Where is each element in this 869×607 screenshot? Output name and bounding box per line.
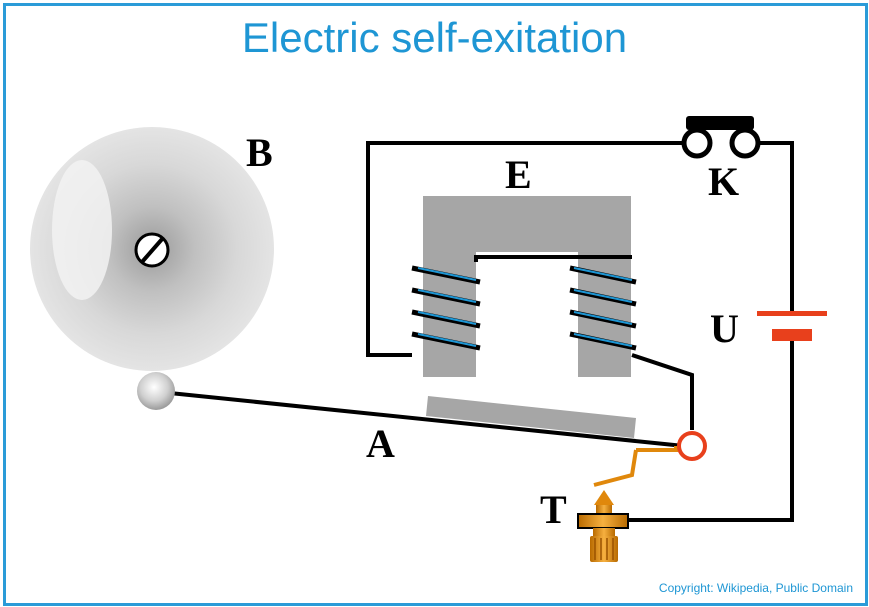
left-coil bbox=[411, 265, 481, 351]
label-battery: U bbox=[710, 306, 739, 351]
pivot-icon bbox=[677, 431, 707, 461]
contact-spring-top bbox=[636, 446, 678, 452]
diagram-title: Electric self-exitation bbox=[241, 14, 628, 61]
wire-right-upper bbox=[754, 141, 794, 312]
screw-nut bbox=[577, 513, 629, 529]
battery bbox=[757, 311, 827, 341]
hammer-ball bbox=[137, 372, 175, 410]
bell-screw-slot bbox=[140, 236, 165, 264]
armature-rod bbox=[159, 390, 685, 448]
electromagnet bbox=[411, 196, 637, 377]
core-left-leg bbox=[423, 196, 476, 377]
key-switch bbox=[681, 116, 761, 159]
coil-link-wire bbox=[474, 255, 632, 262]
key-bar bbox=[686, 116, 754, 130]
label-contact-screw: T bbox=[540, 487, 567, 532]
armature-plate bbox=[426, 396, 636, 438]
contact-spring bbox=[593, 449, 638, 487]
screw-thread-lower bbox=[593, 528, 615, 536]
battery-long-plate bbox=[757, 311, 827, 316]
screw-knob bbox=[590, 536, 618, 562]
screw-thread-upper bbox=[596, 505, 612, 515]
bell bbox=[30, 127, 274, 371]
key-contact-right bbox=[729, 127, 761, 159]
label-electromagnet: E bbox=[505, 152, 532, 197]
contact-screw bbox=[577, 490, 629, 562]
label-key: K bbox=[708, 159, 739, 204]
armature bbox=[137, 372, 707, 487]
screw-knurl bbox=[594, 538, 614, 560]
wire-coil-to-pivot bbox=[631, 353, 694, 430]
right-coil-highlight bbox=[573, 267, 633, 347]
core-right-leg bbox=[578, 196, 631, 377]
key-contact-left bbox=[681, 127, 713, 159]
copyright-note: Copyright: Wikipedia, Public Domain bbox=[658, 581, 853, 595]
label-bell: B bbox=[246, 130, 273, 175]
wire-right-lower bbox=[628, 336, 794, 522]
circuit-wires bbox=[366, 141, 794, 522]
wire-left-top bbox=[366, 141, 690, 357]
bell-highlight bbox=[52, 160, 112, 300]
battery-short-plate bbox=[772, 329, 812, 341]
label-armature: A bbox=[366, 421, 395, 466]
screw-tip bbox=[594, 490, 614, 505]
left-coil-highlight bbox=[417, 267, 477, 347]
